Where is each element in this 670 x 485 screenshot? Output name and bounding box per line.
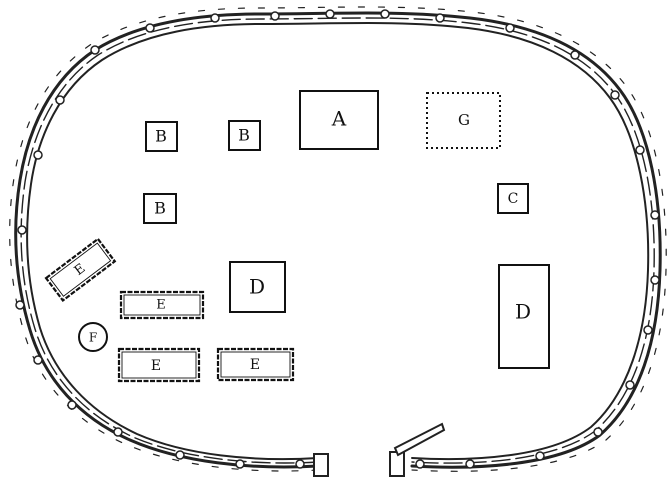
area-b-3-label: B xyxy=(154,199,166,218)
area-b-3: B xyxy=(144,194,176,223)
open-gate-leaf xyxy=(395,424,444,455)
fence-strand-twist-a xyxy=(21,18,654,463)
gate-post-left xyxy=(314,454,328,476)
area-a-label: A xyxy=(331,107,347,131)
area-e-3-label: E xyxy=(250,357,260,373)
area-b-1-label: B xyxy=(155,127,167,146)
gate-post-right xyxy=(390,452,404,476)
area-f: F xyxy=(79,323,107,351)
area-e-1-label: E xyxy=(156,298,166,313)
area-b-1: B xyxy=(146,122,177,151)
area-e-1: E xyxy=(121,292,203,318)
area-e-2: E xyxy=(119,349,199,381)
area-e-tilted: E xyxy=(46,239,115,300)
area-d-1-label: D xyxy=(249,275,265,299)
area-d-2: D xyxy=(499,265,549,368)
area-d-2-label: D xyxy=(515,300,531,324)
area-e-2-label: E xyxy=(151,358,161,374)
fence-enclosure xyxy=(10,7,667,476)
area-e-3: E xyxy=(218,349,293,380)
area-g-label: G xyxy=(458,111,470,129)
fence-strand-outer xyxy=(16,13,661,467)
area-d-1: D xyxy=(230,262,285,312)
fence-strand-inner xyxy=(27,23,648,459)
area-b-2: B xyxy=(229,121,260,150)
area-g: G xyxy=(427,93,500,148)
area-b-2-label: B xyxy=(238,126,250,145)
area-a: A xyxy=(300,91,378,149)
area-c-label: C xyxy=(508,191,519,207)
area-f-label: F xyxy=(89,331,97,345)
area-c: C xyxy=(498,184,528,213)
fence-strand-twist-b xyxy=(10,7,667,471)
fence-knots xyxy=(16,10,659,468)
